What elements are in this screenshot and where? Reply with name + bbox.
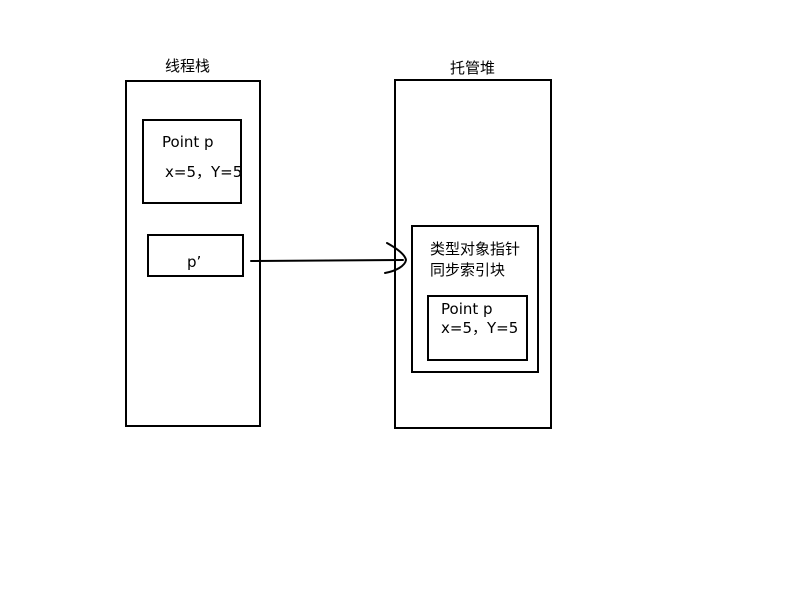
stack-point-box — [142, 119, 242, 204]
thread-stack-frame — [125, 80, 261, 427]
heap-point-values: x=5，Y=5 — [441, 319, 519, 337]
heap-title: 托管堆 — [450, 59, 496, 77]
heap-point-box — [427, 295, 528, 361]
reference-arrow-shaft — [250, 259, 404, 262]
heap-type-pointer-label: 类型对象指针 — [430, 240, 521, 258]
stack-point-name: Point p — [162, 133, 214, 151]
stack-reference-label: p’ — [187, 253, 202, 271]
heap-point-name: Point p — [441, 300, 493, 318]
heap-object-box — [411, 225, 539, 373]
stack-reference-box — [147, 234, 244, 277]
stack-point-values: x=5，Y=5 — [165, 163, 243, 181]
stack-title: 线程栈 — [165, 57, 211, 75]
heap-sync-block-label: 同步索引块 — [430, 261, 506, 279]
